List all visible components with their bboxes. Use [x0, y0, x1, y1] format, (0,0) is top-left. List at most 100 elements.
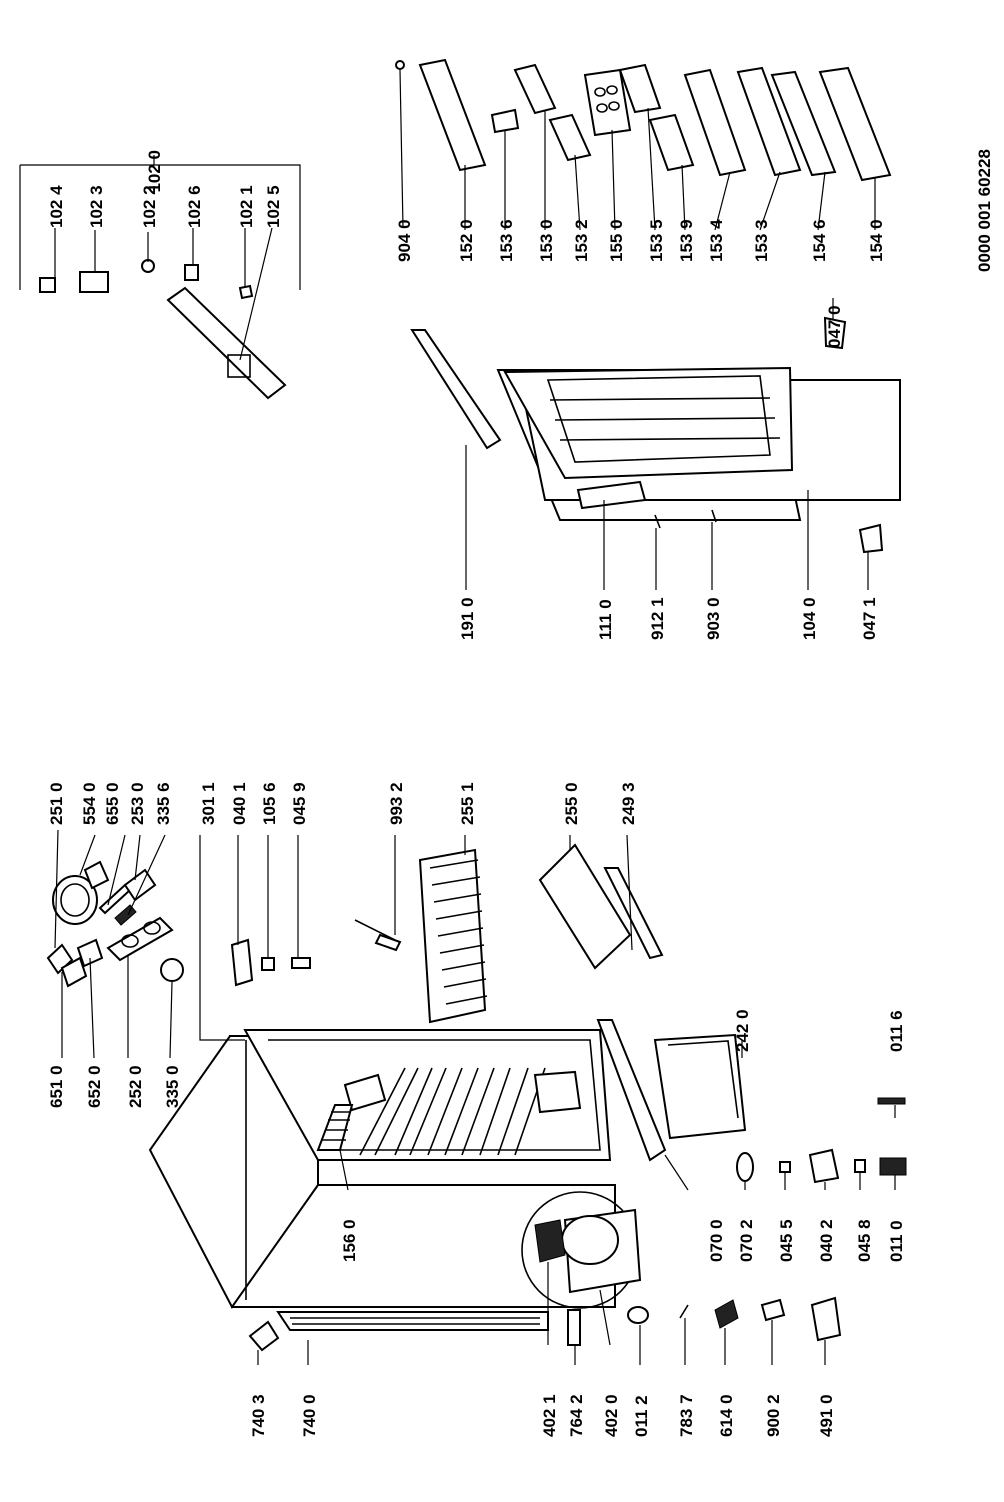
label-655-0: 655 0 — [103, 782, 122, 825]
part-153-6 — [490, 108, 520, 134]
lamp-cover — [46, 943, 74, 975]
label-740-3: 740 3 — [249, 1394, 268, 1437]
screw-045-8 — [854, 1159, 866, 1173]
label-252-0: 252 0 — [126, 1065, 145, 1108]
label-105-6: 105 6 — [260, 782, 279, 825]
screw-903-0 — [711, 509, 717, 523]
condenser — [276, 1311, 549, 1331]
bushing — [261, 957, 275, 971]
label-153-6: 153 6 — [497, 219, 516, 262]
foot-cap — [736, 1152, 754, 1182]
label-070-0: 070 0 — [707, 1219, 726, 1262]
crisper-drawer — [653, 1033, 747, 1140]
label-335-0: 335 0 — [163, 1065, 182, 1108]
label-102-1: 102 1 — [237, 185, 256, 228]
label-154-6: 154 6 — [810, 219, 829, 262]
hinge-047-1 — [858, 523, 884, 554]
label-764-2: 764 2 — [567, 1394, 586, 1437]
label-402-0: 402 0 — [602, 1394, 621, 1437]
front-frame — [596, 1019, 667, 1162]
label-153-5: 153 5 — [647, 219, 666, 262]
egg-tray-153-0 — [513, 63, 557, 115]
label-102-5: 102 5 — [264, 185, 283, 228]
label-102-3: 102 3 — [87, 185, 106, 228]
cap-764-2 — [567, 1309, 581, 1346]
label-651-0: 651 0 — [47, 1065, 66, 1108]
label-040-2: 040 2 — [817, 1219, 836, 1262]
wire-shelf — [418, 848, 487, 1024]
cabinet-assembly — [148, 1019, 667, 1352]
evaporator-grid — [316, 1104, 354, 1151]
label-993-2: 993 2 — [387, 782, 406, 825]
foot-011-0 — [879, 1157, 907, 1176]
label-783-7: 783 7 — [677, 1394, 696, 1437]
label-045-9: 045 9 — [290, 782, 309, 825]
label-102-2: 102 2 — [140, 185, 159, 228]
label-155-0: 155 0 — [607, 219, 626, 262]
probe-wire — [354, 919, 396, 941]
light-switch — [83, 860, 110, 890]
bulb — [60, 956, 88, 988]
cabinet-liner — [268, 1039, 601, 1151]
glass-shelf — [538, 843, 632, 970]
label-912-1: 912 1 — [648, 597, 667, 640]
part-102-4 — [39, 277, 56, 293]
label-040-1: 040 1 — [230, 782, 249, 825]
part-labels: 102 0 102 4 102 3 102 2 102 6 102 1 102 … — [47, 150, 906, 1437]
label-153-9: 153 9 — [677, 219, 696, 262]
label-152-0: 152 0 — [457, 219, 476, 262]
compressor-dome — [561, 1215, 619, 1265]
hinge-bracket — [230, 938, 254, 987]
label-904-0: 904 0 — [395, 219, 414, 262]
label-156-0: 156 0 — [340, 1219, 359, 1262]
label-070-2: 070 2 — [737, 1219, 756, 1262]
label-104-0: 104 0 — [800, 597, 819, 640]
shelf-154-0 — [818, 66, 892, 182]
egg-rack-155-0 — [583, 68, 632, 137]
door-liner — [503, 366, 794, 480]
shelf-153-4 — [683, 68, 747, 177]
lamp-holder — [123, 868, 157, 902]
starter-614-0 — [714, 1299, 739, 1329]
part-102-6 — [184, 264, 199, 281]
label-614-0: 614 0 — [717, 1394, 736, 1437]
label-903-0: 903 0 — [704, 597, 723, 640]
hinge-047-0 — [823, 316, 847, 350]
main-door — [410, 316, 901, 554]
shelf-154-6 — [770, 70, 837, 177]
shelf-153-3 — [736, 66, 802, 177]
label-011-0: 011 0 — [887, 1220, 906, 1262]
shelf-trim — [603, 867, 664, 960]
label-554-0: 554 0 — [80, 782, 99, 825]
label-335-6: 335 6 — [154, 782, 173, 825]
label-153-3: 153 3 — [752, 219, 771, 262]
label-153-0: 153 0 — [537, 219, 556, 262]
plug-cap — [160, 958, 184, 982]
label-011-2: 011 2 — [632, 1395, 651, 1437]
liner-thermostat — [343, 1073, 387, 1112]
clip-900-2 — [760, 1298, 786, 1322]
drip-tray — [533, 1070, 582, 1114]
condenser-tubes — [290, 1317, 540, 1325]
grommet-011-2 — [627, 1306, 649, 1324]
freezer-door — [39, 259, 287, 400]
pin-045-5 — [779, 1161, 791, 1173]
label-402-1: 402 1 — [540, 1394, 559, 1437]
label-011-6: 011 6 — [887, 1010, 906, 1052]
thermostat-cluster — [46, 860, 184, 988]
tray-153-2 — [548, 113, 592, 162]
box-153-9 — [648, 113, 695, 172]
label-191-0: 191 0 — [458, 597, 477, 640]
label-045-5: 045 5 — [777, 1219, 796, 1262]
label-153-4: 153 4 — [707, 219, 726, 262]
foot-011-6 — [877, 1097, 906, 1105]
relay-box — [534, 1219, 566, 1263]
door-gasket-top — [410, 329, 502, 450]
label-102-0: 102 0 — [145, 150, 164, 193]
group-bracket-102 — [20, 164, 301, 290]
freezer-flap — [166, 286, 287, 400]
part-904-0 — [395, 60, 405, 70]
label-255-1: 255 1 — [458, 782, 477, 825]
leader-lines — [54, 69, 896, 1365]
label-900-2: 900 2 — [764, 1394, 783, 1437]
